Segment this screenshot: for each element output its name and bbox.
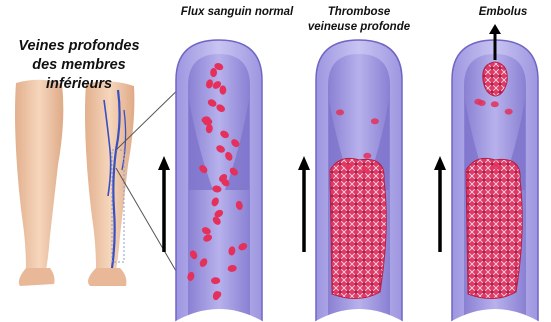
panel-title-normal-flow: Flux sanguin normal	[172, 5, 302, 20]
red-blood-cell	[505, 109, 513, 115]
red-blood-cell	[336, 109, 344, 115]
vein-panel-embolus	[434, 24, 540, 322]
vein-panel-thrombosis	[298, 40, 404, 322]
red-blood-cell	[474, 99, 482, 105]
flow-direction-arrow-head	[298, 156, 310, 170]
embolus-fragment	[483, 62, 508, 96]
red-blood-cell	[493, 164, 501, 170]
legs-caption: Veines profondes des membres inférieurs	[4, 37, 154, 94]
flow-direction-arrow-head	[434, 156, 446, 170]
thrombus-clot	[466, 158, 522, 298]
vein-panel-normal	[158, 40, 264, 322]
red-blood-cell	[361, 167, 369, 173]
embolus-arrow-head	[489, 24, 501, 34]
red-blood-cell	[371, 118, 379, 124]
thrombus-clot	[330, 158, 386, 298]
panel-title-deep-vein-thrombosis: Thrombose veineuse profonde	[303, 5, 415, 35]
red-blood-cell	[220, 85, 227, 94]
red-blood-cell	[344, 163, 352, 169]
flow-direction-arrow-head	[158, 156, 170, 170]
red-blood-cell	[363, 153, 371, 159]
panel-title-embolus: Embolus	[468, 5, 538, 20]
red-blood-cell	[491, 101, 499, 107]
